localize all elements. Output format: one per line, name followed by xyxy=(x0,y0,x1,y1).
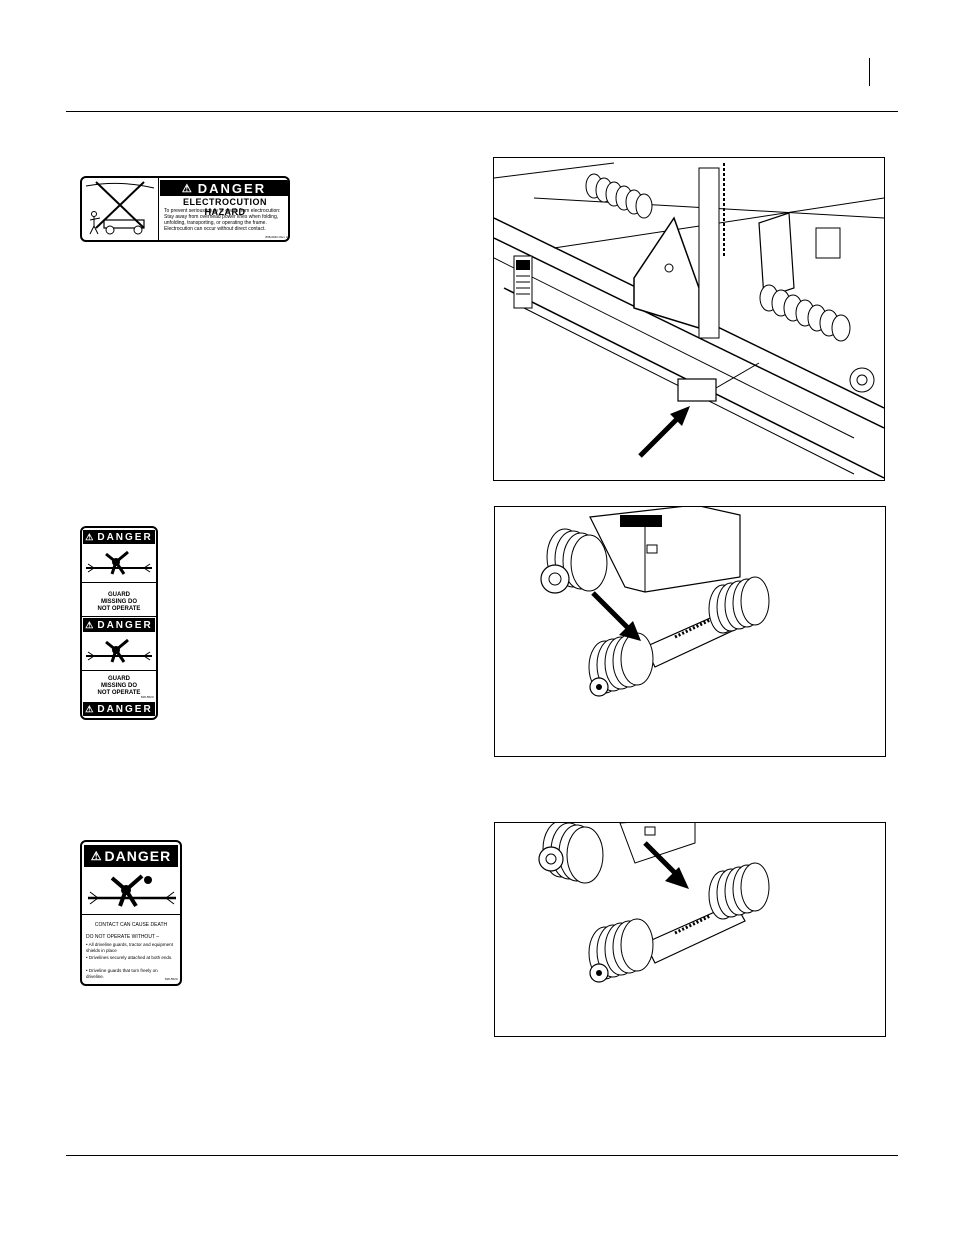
figure-pto-guard xyxy=(494,822,886,1037)
driveline-bullet: • All driveline guards, tractor and equi… xyxy=(86,942,173,953)
driveline-illustration xyxy=(540,507,770,697)
driveline-bullet: • Driveline guards that turn freely on d… xyxy=(86,968,158,979)
danger-header-top: ⚠ DANGER xyxy=(83,530,155,544)
hazard-line: To prevent serious injury or death from … xyxy=(164,208,281,214)
footer-rule xyxy=(66,1155,898,1156)
danger-header-bottom: ⚠ DANGER xyxy=(83,702,155,716)
guard-missing-decal: ⚠ DANGER GUARD MISSING DO NOT OPERATE ⚠ … xyxy=(80,526,158,720)
figure-frame-location xyxy=(493,157,885,481)
divider xyxy=(82,914,180,915)
warning-triangle-icon: ⚠ xyxy=(181,182,194,195)
driveline-instruction: DO NOT OPERATE WITHOUT – xyxy=(86,934,160,940)
hazard-bullet: Stay away from overhead power lines when… xyxy=(164,214,279,232)
danger-header: ⚠ DANGER xyxy=(160,180,288,196)
guard-message: GUARD MISSING DO NOT OPERATE xyxy=(97,592,141,612)
figure-pto-shield xyxy=(494,506,886,757)
part-number: 818-552C xyxy=(140,695,154,699)
frame-illustration xyxy=(494,162,884,479)
electrocution-decal: ⚠ DANGER ELECTROCUTION HAZARD To prevent… xyxy=(80,176,290,242)
warning-triangle-icon: ⚠ xyxy=(85,619,96,630)
driveline-bullet: • Drivelines securely attached at both e… xyxy=(86,955,173,960)
electrocution-pictogram xyxy=(82,178,159,240)
warning-triangle-icon: ⚠ xyxy=(85,531,96,542)
hazard-title: ELECTROCUTION HAZARD xyxy=(183,197,267,217)
header-rule xyxy=(66,111,898,112)
guard-message: GUARD MISSING DO NOT OPERATE xyxy=(97,676,141,696)
entanglement-pictogram xyxy=(84,634,154,668)
entanglement-pictogram xyxy=(84,546,154,580)
divider xyxy=(82,616,156,617)
divider xyxy=(82,582,156,583)
signal-word: DANGER xyxy=(197,180,267,196)
driveline-message: CONTACT CAN CAUSE DEATH xyxy=(94,922,168,928)
driveline-decal: ⚠ DANGER CONTACT CAN CAUSE DEATH DO NOT … xyxy=(80,840,182,986)
driveline-illustration xyxy=(538,823,770,983)
part-number: 818-552C xyxy=(164,977,178,981)
part-number: 838-094C Rev. A xyxy=(265,235,288,239)
label-location-box xyxy=(677,378,717,402)
danger-header-mid: ⚠ DANGER xyxy=(83,618,155,632)
header-tick xyxy=(869,58,870,86)
warning-triangle-icon: ⚠ xyxy=(85,703,96,714)
entanglement-pictogram xyxy=(86,870,178,912)
danger-header: ⚠ DANGER xyxy=(84,845,178,867)
warning-triangle-icon: ⚠ xyxy=(90,849,103,863)
divider xyxy=(82,670,156,671)
